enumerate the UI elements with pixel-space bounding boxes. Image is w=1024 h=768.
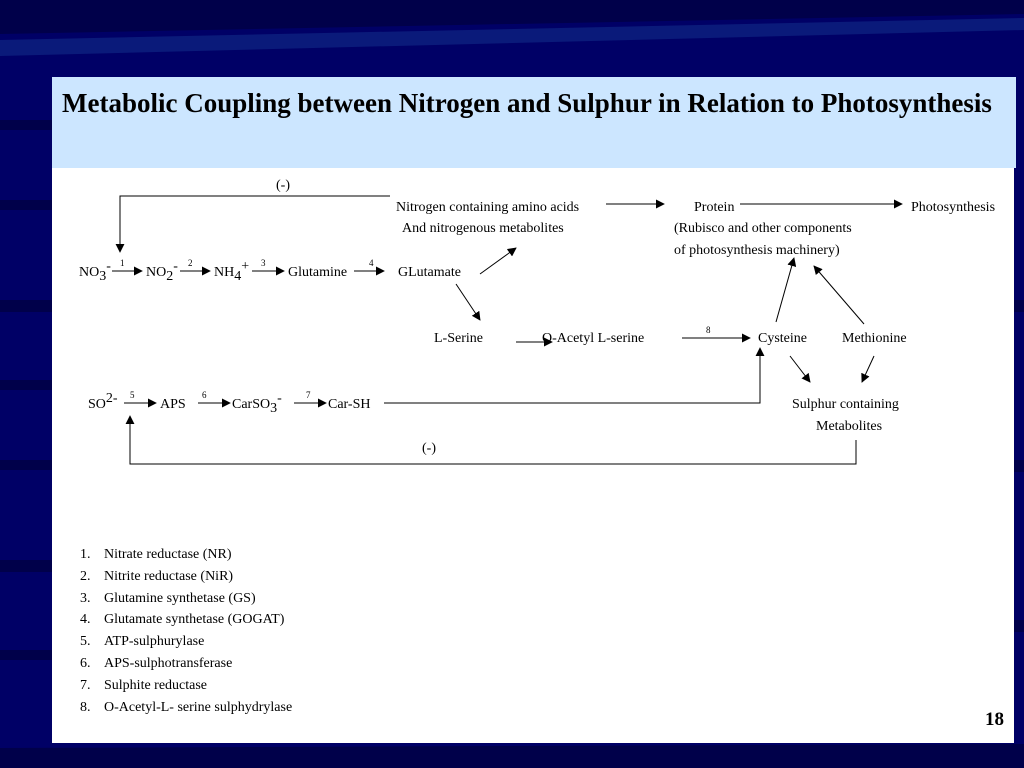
step-number-3: 3 [261, 258, 266, 268]
feedback-arrow-bottom [125, 415, 857, 465]
arrow-methionine-to-protein [813, 265, 865, 325]
photosynthesis-label: Photosynthesis [911, 200, 995, 215]
glutamine-label: Glutamine [288, 265, 347, 280]
nitrite-no2: NO2- [146, 259, 178, 284]
arrow-carsh-to-cysteine [384, 347, 765, 404]
legend-item: 6.APS-sulphotransferase [80, 655, 233, 671]
protein-label: Protein [694, 200, 734, 215]
arrow-glutamate-to-serine [455, 283, 481, 321]
feedback-label-top: (-) [276, 178, 290, 193]
arrow-glutamate-to-amino-acids [479, 247, 517, 275]
aps-label: APS [160, 397, 186, 412]
sulphate-so4: SO2- [88, 391, 118, 412]
step-number-6: 6 [202, 390, 207, 400]
nitrogen-amino-acids-label: Nitrogen containing amino acids [396, 200, 579, 215]
enzyme-legend: 1.Nitrate reductase (NR) 2.Nitrite reduc… [80, 544, 292, 718]
arrow-cysteine-to-sulphur-metabolites [789, 355, 811, 383]
legend-item: 7.Sulphite reductase [80, 677, 208, 693]
protein-detail-line2: of photosynthesis machinery) [674, 243, 840, 258]
page-number: 18 [985, 709, 1004, 730]
nitrogenous-metabolites-label: And nitrogenous metabolites [402, 221, 564, 236]
feedback-label-bottom: (-) [422, 441, 436, 456]
legend-item: 4.Glutamate synthetase (GOGAT) [80, 612, 285, 628]
nitrate-no3: NO3- [79, 259, 111, 284]
legend-item: 5.ATP-sulphurylase [80, 634, 205, 650]
metabolic-diagram: (-) Nitrogen containing amino acids And … [79, 178, 995, 465]
sulphur-metabolites-line2: Metabolites [816, 419, 882, 434]
car-sh-label: Car-SH [328, 397, 371, 412]
arrow-cysteine-to-protein [775, 257, 797, 323]
step-number-1: 1 [120, 258, 125, 268]
arrow-methionine-to-sulphur-metabolites [861, 355, 875, 383]
legend-item: 2.Nitrite reductase (NiR) [80, 568, 234, 584]
step-number-8: 8 [706, 325, 711, 335]
diagram-panel: (-) Nitrogen containing amino acids And … [52, 168, 1014, 743]
o-acetyl-l-serine-label: O-Acetyl L-serine [542, 331, 644, 346]
title-bar: Metabolic Coupling between Nitrogen and … [52, 77, 1016, 168]
step-number-7: 7 [306, 390, 311, 400]
l-serine-label: L-Serine [434, 331, 483, 346]
glutamate-label: GLutamate [398, 265, 461, 280]
legend-item: 1.Nitrate reductase (NR) [80, 547, 232, 562]
protein-detail-line1: (Rubisco and other components [674, 221, 852, 236]
cysteine-label: Cysteine [758, 331, 807, 346]
feedback-arrow-top [115, 195, 390, 253]
carso3-label: CarSO3- [232, 391, 282, 416]
ammonium-nh4: NH4+ [214, 259, 249, 284]
step-number-4: 4 [369, 258, 374, 268]
step-number-2: 2 [188, 258, 193, 268]
legend-item: 3.Glutamine synthetase (GS) [80, 590, 256, 606]
methionine-label: Methionine [842, 331, 907, 346]
sulphur-metabolites-line1: Sulphur containing [792, 397, 899, 412]
slide-title: Metabolic Coupling between Nitrogen and … [62, 88, 992, 118]
step-number-5: 5 [130, 390, 135, 400]
legend-item: 8.O-Acetyl-L- serine sulphydrylase [80, 699, 293, 715]
